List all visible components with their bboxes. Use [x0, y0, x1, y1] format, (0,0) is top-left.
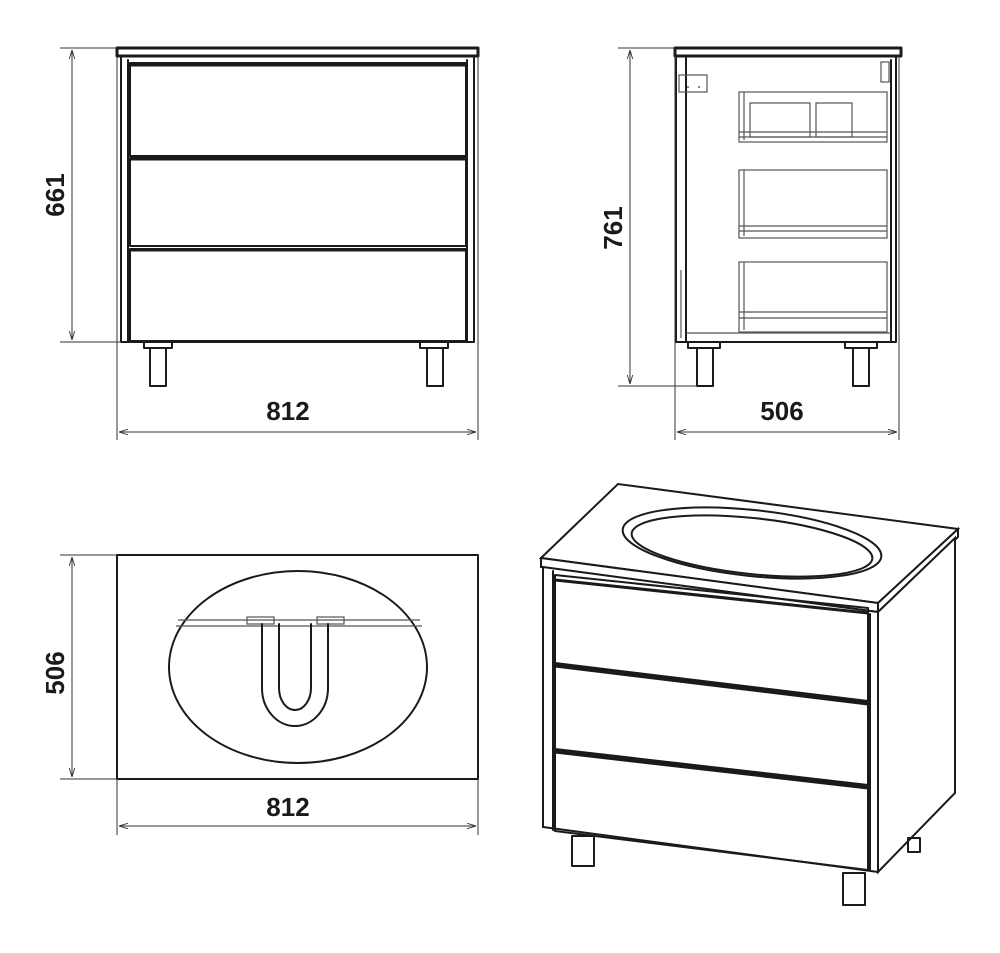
isometric-view: [538, 482, 961, 906]
top-width-label: 812: [266, 792, 309, 822]
front-drawer-middle: [129, 157, 467, 247]
side-countertop: [673, 46, 903, 58]
side-drawer-top: [738, 91, 888, 143]
top-siphon-cutout: [261, 623, 329, 727]
top-view: 506 812: [40, 554, 479, 835]
side-view: 761 506: [598, 46, 903, 440]
front-drawer-bottom: [129, 248, 467, 342]
side-depth-label: 506: [760, 396, 803, 426]
top-countertop: [116, 554, 479, 780]
front-width-label: 812: [266, 396, 309, 426]
side-leg-front: [696, 347, 714, 387]
side-mounting-bracket: [678, 74, 708, 93]
front-leg-left: [149, 347, 167, 387]
side-height-label: 761: [598, 206, 628, 249]
iso-leg-front-left: [571, 835, 595, 867]
side-cabinet-body: [675, 55, 897, 343]
front-drawer-top: [129, 62, 467, 157]
side-leg-back: [852, 347, 870, 387]
iso-cabinet-front: [542, 565, 879, 874]
side-drawer-middle: [738, 169, 888, 239]
top-basin: [168, 570, 428, 764]
front-cabinet-body: [120, 55, 475, 343]
iso-basin-rim: [621, 506, 883, 580]
iso-basin-inner: [630, 514, 874, 578]
front-view: 661 812: [40, 46, 480, 440]
front-leg-right: [426, 347, 444, 387]
iso-leg-front-right: [842, 872, 866, 906]
top-depth-label: 506: [40, 651, 70, 694]
iso-countertop-side-edge: [877, 526, 959, 615]
front-height-label: 661: [40, 173, 70, 216]
side-drawer-bottom: [738, 261, 888, 333]
iso-leg-back-right: [907, 837, 921, 853]
iso-drawer-bottom: [554, 749, 869, 871]
front-countertop: [115, 46, 480, 58]
